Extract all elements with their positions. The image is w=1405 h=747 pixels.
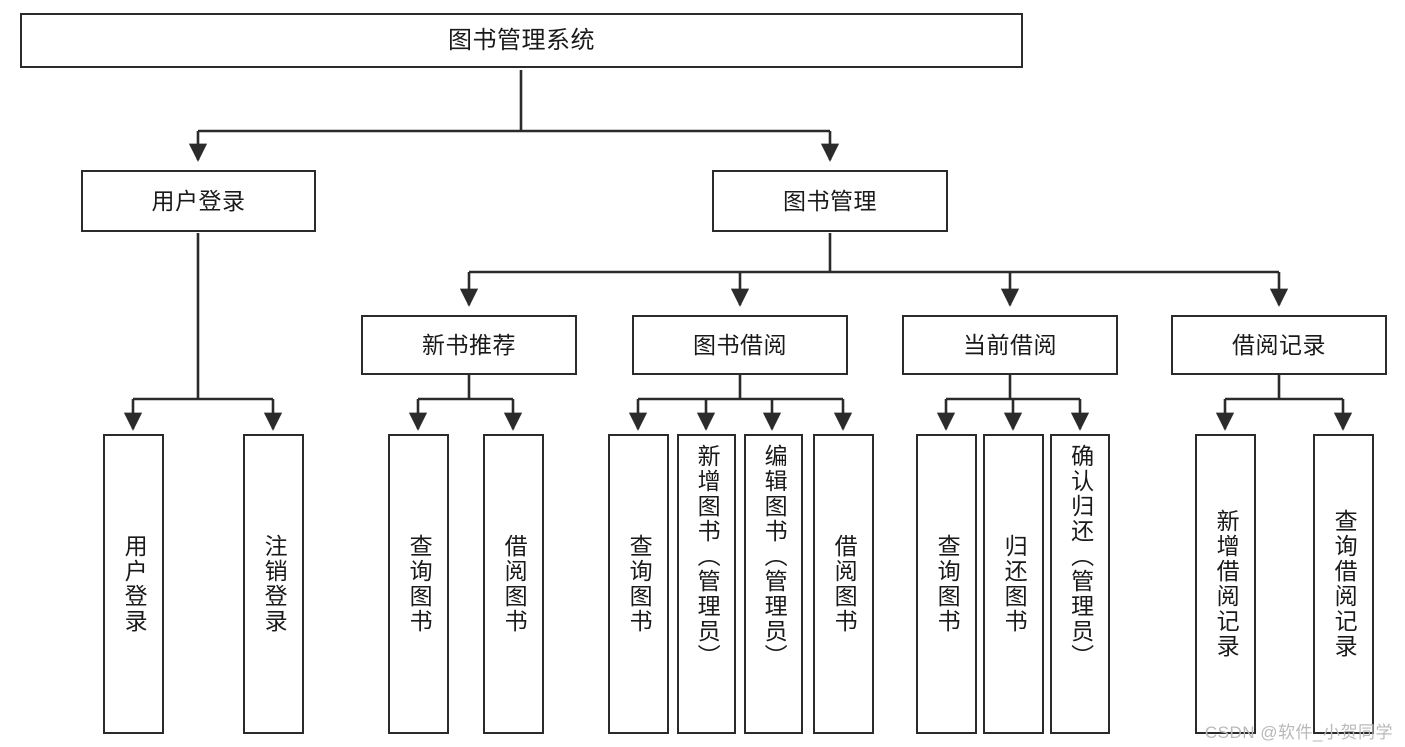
node-leaf-confirm-return-label: 确认归还（管理员） — [1067, 444, 1094, 669]
node-leaf-return-book[interactable]: 归还图书 — [983, 434, 1044, 734]
csdn-watermark: CSDN @软件_小贺同学 — [1204, 723, 1393, 742]
node-leaf-logout-login-label: 注销登录 — [261, 534, 288, 634]
node-leaf-borrow-book-2-label: 借阅图书 — [831, 534, 858, 634]
node-borrow-record[interactable]: 借阅记录 — [1171, 315, 1387, 375]
node-current-borrow-label: 当前借阅 — [963, 331, 1057, 358]
node-leaf-query-book-3-label: 查询图书 — [934, 534, 961, 634]
node-leaf-query-record-label: 查询借阅记录 — [1331, 509, 1358, 659]
node-root-label: 图书管理系统 — [448, 26, 595, 54]
node-leaf-query-book-2[interactable]: 查询图书 — [608, 434, 669, 734]
node-leaf-user-login[interactable]: 用户登录 — [103, 434, 164, 734]
node-leaf-confirm-return[interactable]: 确认归还（管理员） — [1050, 434, 1110, 734]
node-leaf-query-book-1[interactable]: 查询图书 — [388, 434, 449, 734]
node-leaf-user-login-label: 用户登录 — [121, 534, 148, 634]
node-leaf-borrow-book-1-label: 借阅图书 — [501, 534, 528, 634]
node-current-borrow[interactable]: 当前借阅 — [902, 315, 1118, 375]
node-leaf-query-book-3[interactable]: 查询图书 — [916, 434, 977, 734]
node-leaf-borrow-book-1[interactable]: 借阅图书 — [483, 434, 544, 734]
node-leaf-query-book-1-label: 查询图书 — [406, 534, 433, 634]
node-leaf-return-book-label: 归还图书 — [1001, 534, 1028, 634]
node-new-book-rec-label: 新书推荐 — [422, 331, 516, 358]
node-leaf-query-record[interactable]: 查询借阅记录 — [1313, 434, 1374, 734]
node-leaf-query-book-2-label: 查询图书 — [626, 534, 653, 634]
node-leaf-borrow-book-2[interactable]: 借阅图书 — [813, 434, 874, 734]
node-user-login[interactable]: 用户登录 — [81, 170, 316, 232]
node-book-borrow-label: 图书借阅 — [693, 331, 787, 358]
node-leaf-logout-login[interactable]: 注销登录 — [243, 434, 304, 734]
node-book-manage-label: 图书管理 — [783, 187, 877, 214]
node-user-login-label: 用户登录 — [151, 187, 246, 214]
node-new-book-rec[interactable]: 新书推荐 — [361, 315, 577, 375]
node-leaf-add-book[interactable]: 新增图书（管理员） — [677, 434, 736, 734]
node-leaf-edit-book-label: 编辑图书（管理员） — [761, 444, 788, 669]
node-root[interactable]: 图书管理系统 — [20, 13, 1023, 68]
node-leaf-add-record[interactable]: 新增借阅记录 — [1195, 434, 1256, 734]
node-leaf-add-book-label: 新增图书（管理员） — [694, 444, 721, 669]
node-leaf-edit-book[interactable]: 编辑图书（管理员） — [744, 434, 803, 734]
node-leaf-add-record-label: 新增借阅记录 — [1213, 509, 1240, 659]
node-book-manage[interactable]: 图书管理 — [712, 170, 948, 232]
node-borrow-record-label: 借阅记录 — [1232, 331, 1326, 358]
node-book-borrow[interactable]: 图书借阅 — [632, 315, 848, 375]
